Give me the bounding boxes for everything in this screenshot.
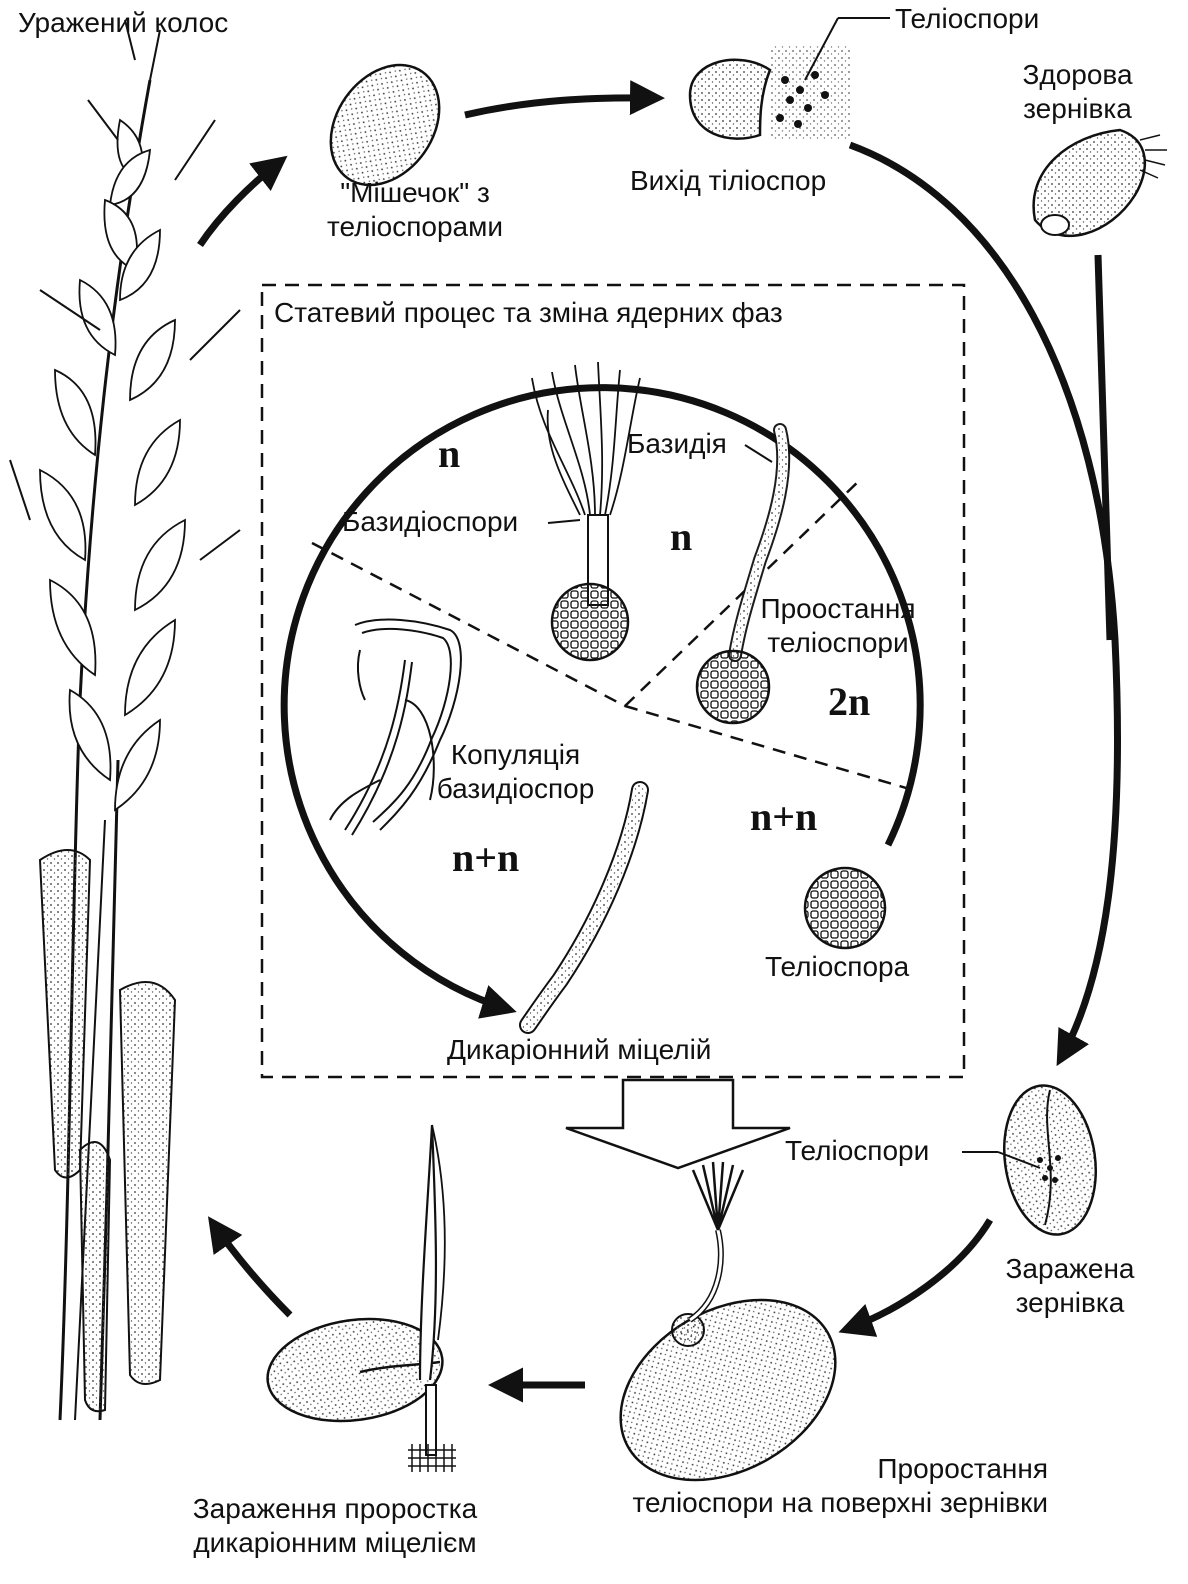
label-surface-germination-line2: теліоспори на поверхні зернівки [568, 1486, 1048, 1520]
label-sac: "Мішечок" з теліоспорами [290, 176, 540, 244]
label-infected-ear: Уражений колос [18, 6, 228, 40]
label-seedling-line1: Зараження проростка [160, 1492, 510, 1526]
label-basidiospores: Базидіоспори [342, 505, 518, 539]
label-germination-line2: теліоспори [748, 626, 928, 660]
label-seedling-infection: Зараження проростка дикаріонним міцелієм [160, 1492, 510, 1560]
ploidy-n-top-left: n [438, 432, 460, 476]
label-healthy-grain-line2: зернівка [1010, 92, 1145, 126]
label-germination: Проостання теліоспори [748, 592, 928, 660]
ploidy-n-plus-n-right: n+n [750, 795, 817, 839]
label-teliospore-release: Вихід тіліоспор [630, 164, 826, 198]
teliospore-release-illustration [690, 18, 890, 140]
label-teliospore: Теліоспора [765, 950, 909, 984]
label-seedling-line2: дикаріонним міцелієм [160, 1526, 510, 1560]
label-copulation-line1: Копуляція [418, 738, 613, 772]
label-healthy-grain: Здорова зернівка [1010, 58, 1145, 126]
label-basidium: Базидія [627, 427, 727, 461]
teliospore-illustration [805, 868, 885, 948]
label-copulation-line2: базидіоспор [418, 772, 613, 806]
label-dikaryotic-mycelium: Дикаріонний міцелій [447, 1033, 711, 1067]
dikaryotic-mycelium-illustration [528, 790, 640, 1025]
label-sac-line1: "Мішечок" з [290, 176, 540, 210]
label-surface-germination: Проростання теліоспори на поверхні зерні… [568, 1452, 1048, 1520]
infected-seedling-illustration [261, 1125, 456, 1472]
label-healthy-grain-line1: Здорова [1010, 58, 1145, 92]
label-teliospores-top: Теліоспори [895, 2, 1039, 36]
infected-ear-illustration [10, 20, 240, 1420]
label-germination-line1: Проостання [748, 592, 928, 626]
label-sac-line2: теліоспорами [290, 210, 540, 244]
label-infected-grain: Заражена зернівка [985, 1252, 1155, 1320]
label-teliospores-grain: Теліоспори [785, 1134, 929, 1168]
label-copulation: Копуляція базидіоспор [418, 738, 613, 806]
ploidy-n-top-right: n [670, 515, 692, 559]
healthy-grain-illustration [1034, 130, 1167, 236]
ploidy-n-plus-n-left: n+n [452, 836, 519, 880]
basidiospore-cluster-illustration [532, 362, 640, 660]
hollow-down-arrow [566, 1080, 790, 1168]
ploidy-2n: 2n [828, 680, 870, 724]
label-box-title: Статевий процес та зміна ядерних фаз [274, 296, 783, 330]
infected-grain-illustration [962, 1079, 1105, 1240]
label-infected-grain-line2: зернівка [985, 1286, 1155, 1320]
label-surface-germination-line1: Проростання [568, 1452, 1048, 1486]
basidium-illustration [697, 430, 783, 723]
label-infected-grain-line1: Заражена [985, 1252, 1155, 1286]
cycle-arrows [200, 98, 1118, 1385]
